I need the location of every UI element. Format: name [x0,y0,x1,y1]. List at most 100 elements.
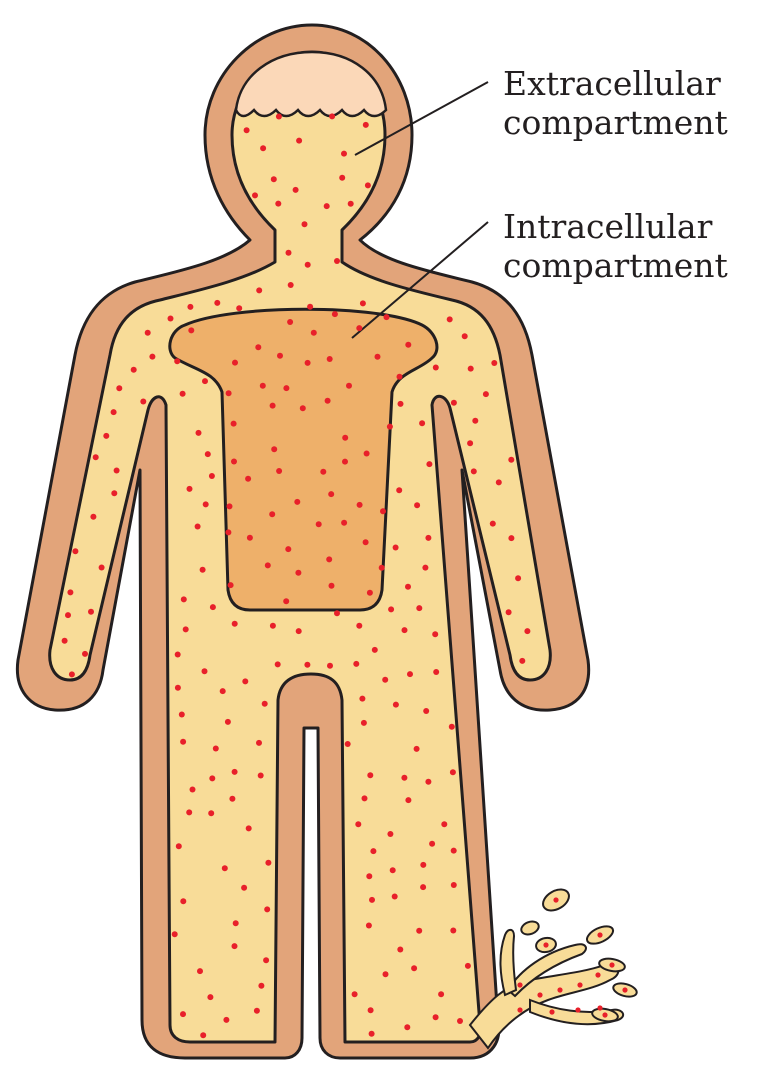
solute-particle [195,524,201,530]
solute-particle [369,897,375,903]
solute-particle [414,502,420,508]
solute-particle [225,719,231,725]
solute-particle [93,454,99,460]
solute-particle [369,1031,375,1037]
solute-particle [220,688,226,694]
solute-particle [342,435,348,441]
solute-particle [252,192,258,198]
solute-particle [209,473,215,479]
solute-particle [223,1017,229,1023]
solute-particle [65,612,71,618]
solute-particle [90,514,96,520]
solute-particle [293,187,299,193]
solute-particle [277,353,283,359]
solute-particle [327,663,333,669]
solute-particle [341,151,347,157]
solute-particle [210,604,216,610]
solute-particle [242,678,248,684]
solute-particle [346,383,352,389]
solute-particle [305,262,311,268]
solute-particle [397,947,403,953]
solute-particle [186,809,192,815]
leak-particle [549,1009,554,1014]
solute-particle [334,258,340,264]
solute-particle [416,605,422,611]
solute-particle [283,385,289,391]
solute-particle [357,502,363,508]
solute-particle [414,746,420,752]
solute-particle [339,175,345,181]
solute-particle [401,775,407,781]
solute-particle [304,662,310,668]
leak-particle [597,1005,602,1010]
solute-particle [294,499,300,505]
solute-particle [361,720,367,726]
solute-particle [449,724,455,730]
solute-particle [190,787,196,793]
solute-particle [433,365,439,371]
solute-particle [450,928,456,934]
solute-particle [398,401,404,407]
solute-particle [285,546,291,552]
solute-particle [360,300,366,306]
solute-particle [244,127,250,133]
solute-particle [296,138,302,144]
solute-particle [245,476,251,482]
solute-particle [208,810,214,816]
solute-particle [207,994,213,1000]
solute-particle [392,894,398,900]
solute-particle [425,779,431,785]
solute-particle [524,628,530,634]
solute-particle [302,221,308,227]
solute-particle [111,490,117,496]
solute-particle [183,626,189,632]
solute-particle [367,590,373,596]
solute-particle [228,582,234,588]
solute-particle [260,145,266,151]
solute-particle [396,487,402,493]
solute-particle [305,360,311,366]
solute-particle [149,354,155,360]
solute-particle [175,652,181,658]
solute-particle [295,570,301,576]
solute-particle [405,797,411,803]
solute-particle [174,358,180,364]
solute-particle [432,631,438,637]
solute-particle [187,304,193,310]
solute-particle [214,300,220,306]
solute-particle [465,963,471,969]
solute-particle [362,795,368,801]
solute-particle [256,740,262,746]
solute-particle [241,885,247,891]
solute-particle [180,739,186,745]
solute-particle [382,677,388,683]
solute-particle [265,860,271,866]
solute-particle [419,420,425,426]
solute-particle [255,344,261,350]
intracellular-label-line2: compartment [503,246,728,285]
leak-particle [577,982,582,987]
solute-particle [254,1008,260,1014]
solute-particle [247,535,253,541]
solute-particle [372,647,378,653]
solute-particle [145,330,151,336]
solute-particle [270,403,276,409]
solute-particle [202,378,208,384]
solute-particle [404,1024,410,1030]
leak-particle [622,987,627,992]
solute-particle [88,609,94,615]
solute-particle [131,367,137,373]
solute-particle [72,548,78,554]
solute-particle [62,638,68,644]
solute-particle [275,661,281,667]
solute-particle [181,596,187,602]
solute-particle [363,539,369,545]
solute-particle [227,503,233,509]
solute-particle [264,906,270,912]
solute-particle [450,769,456,775]
solute-particle [271,446,277,452]
solute-particle [451,882,457,888]
solute-particle [366,923,372,929]
